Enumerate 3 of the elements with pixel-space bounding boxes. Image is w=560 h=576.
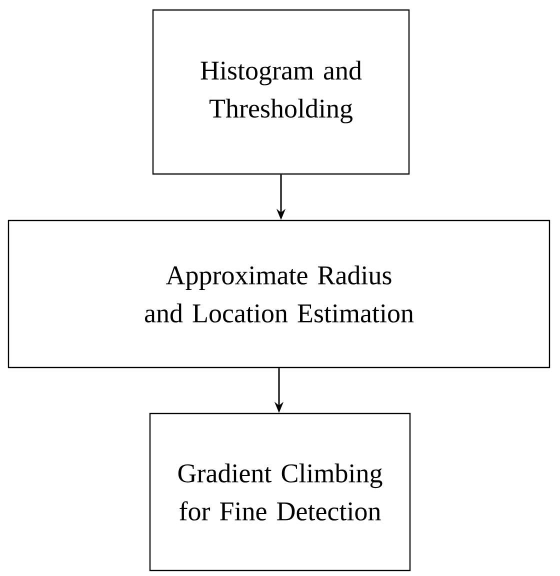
process-box: Histogram and Thresholding (152, 9, 410, 175)
process-box: Gradient Climbing for Fine Detection (149, 412, 411, 572)
process-box: Approximate Radius and Location Estimation (8, 220, 550, 368)
